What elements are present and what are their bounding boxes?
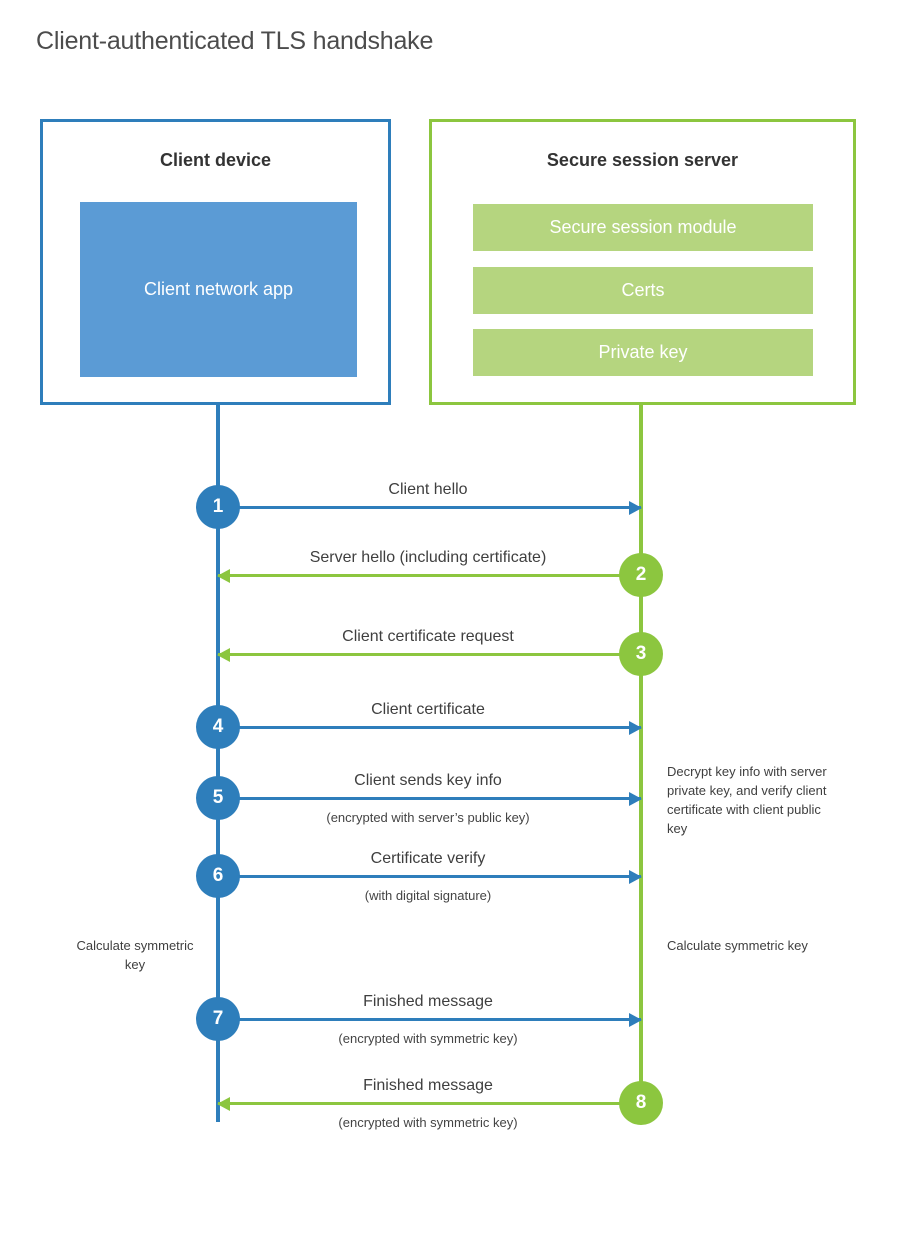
arrow-head-icon: [629, 500, 642, 515]
step-circle-6[interactable]: 6: [196, 854, 240, 898]
client-network-app-block: Client network app: [80, 202, 357, 377]
message-sublabel-step-8: (encrypted with symmetric key): [338, 1115, 518, 1130]
arrow-head-icon: [629, 1012, 642, 1027]
arrow-head-icon: [629, 869, 642, 884]
message-label-step-5: Client sends key info: [354, 772, 502, 789]
secure-session-server-box: Secure session server Secure session mod…: [429, 119, 856, 405]
secure-session-server-title: Secure session server: [546, 150, 739, 170]
message-label-step-6: Certificate verify: [370, 850, 486, 867]
server-lifeline: [639, 404, 643, 1106]
step-circle-7[interactable]: 7: [196, 997, 240, 1041]
arrow-head-icon: [217, 568, 230, 583]
message-sublabel-step-5: (encrypted with server’s public key): [326, 810, 530, 825]
note-client-calculate-symmetric-key: Calculate symmetric key: [76, 938, 194, 972]
arrow-head-icon: [217, 1096, 230, 1111]
message-sublabel-step-7: (encrypted with symmetric key): [338, 1031, 518, 1046]
arrow-step-3: [217, 647, 641, 662]
arrow-step-4: [218, 720, 642, 735]
message-label-step-2: Server hello (including certificate): [309, 549, 547, 566]
step-circle-8[interactable]: 8: [619, 1081, 663, 1125]
arrow-step-2: [217, 568, 641, 583]
arrow-head-icon: [629, 720, 642, 735]
step-circle-5[interactable]: 5: [196, 776, 240, 820]
client-device-box: Client device Client network app: [40, 119, 391, 405]
arrow-step-1: [218, 500, 642, 515]
step-circle-3[interactable]: 3: [619, 632, 663, 676]
server-module-private-key: Private key: [473, 329, 813, 376]
arrow-step-5: [218, 791, 642, 806]
page-title: Client-authenticated TLS handshake: [36, 27, 434, 55]
client-device-title: Client device: [159, 150, 272, 170]
message-label-step-8: Finished message: [363, 1077, 493, 1094]
message-label-step-4: Client certificate: [371, 701, 485, 718]
message-label-step-3: Client certificate request: [342, 628, 514, 645]
step-circle-4[interactable]: 4: [196, 705, 240, 749]
message-label-step-1: Client hello: [388, 481, 468, 498]
arrow-step-6: [218, 869, 642, 884]
step-circle-2[interactable]: 2: [619, 553, 663, 597]
step-circle-1[interactable]: 1: [196, 485, 240, 529]
client-lifeline: [216, 404, 220, 1122]
server-module-certs: Certs: [473, 267, 813, 314]
message-sublabel-step-6: (with digital signature): [364, 888, 492, 903]
message-label-step-7: Finished message: [363, 993, 493, 1010]
arrow-step-8: [217, 1096, 641, 1111]
server-module-secure-session-module: Secure session module: [473, 204, 813, 251]
note-server-calculate-symmetric-key: Calculate symmetric key: [667, 938, 808, 953]
arrow-step-7: [218, 1012, 642, 1027]
arrow-head-icon: [629, 791, 642, 806]
arrow-head-icon: [217, 647, 230, 662]
note-server-decrypt: Decrypt key info with server private key…: [667, 764, 827, 836]
